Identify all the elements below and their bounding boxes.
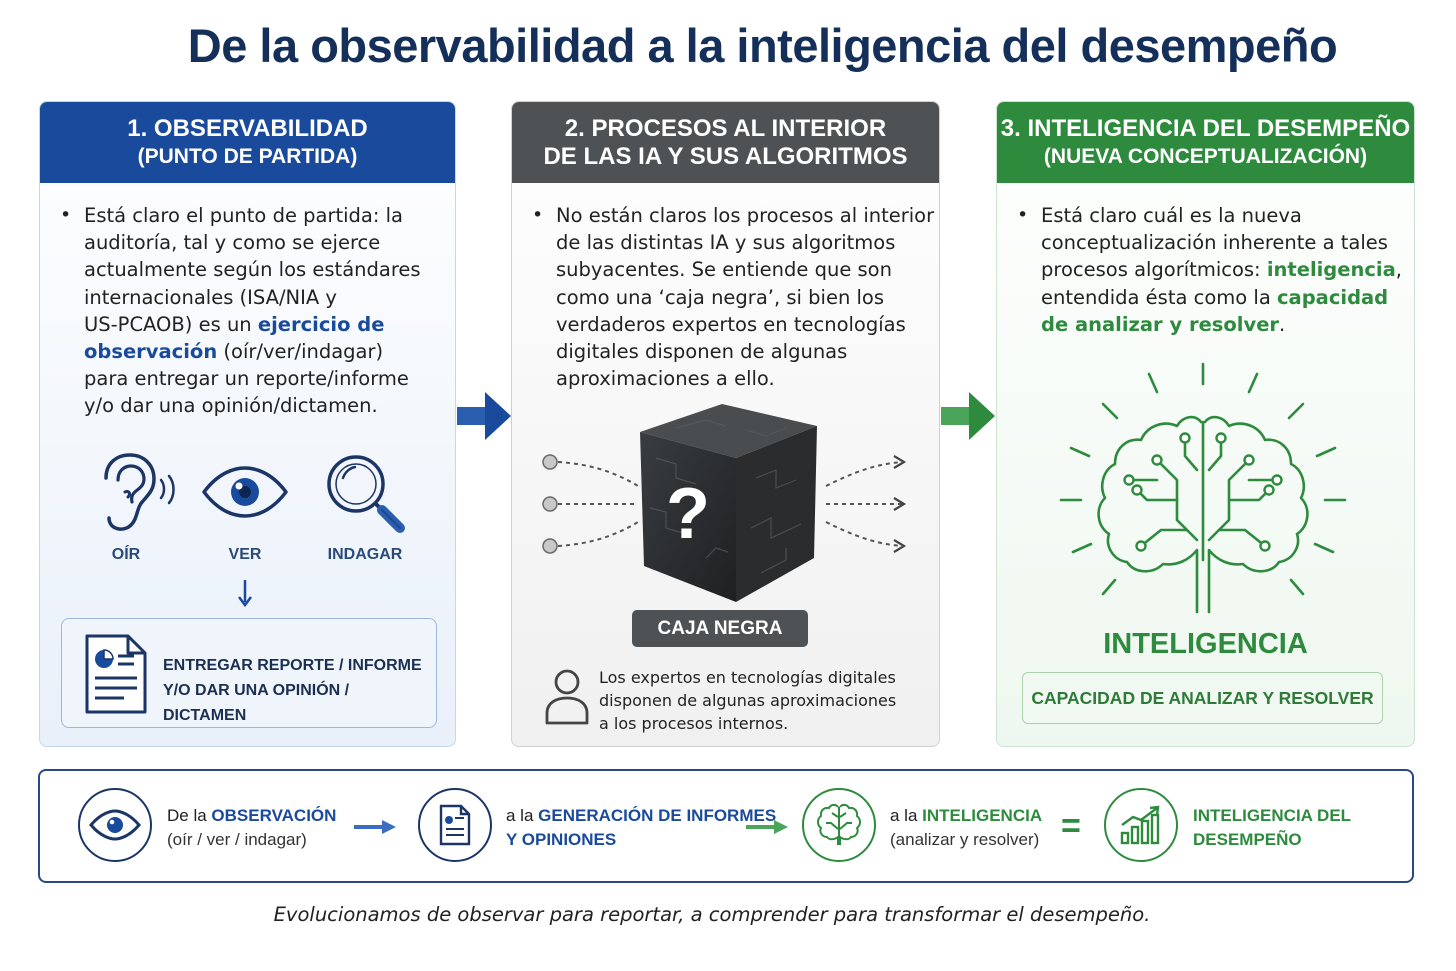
flow-text-observation: De la OBSERVACIÓN (oír / ver / indagar) xyxy=(167,806,337,849)
icon-label-indagar: INDAGAR xyxy=(327,546,403,563)
growth-chart-icon xyxy=(1120,805,1160,845)
panel-header-subtitle: (NUEVA CONCEPTUALIZACIÓN) xyxy=(1043,144,1368,168)
right-arrow-icon xyxy=(457,392,511,440)
panel-header-title: 1. OBSERVABILIDAD xyxy=(127,114,368,142)
bullet-line: No están claros los procesos al interior xyxy=(556,204,935,227)
equals-sign: = xyxy=(1061,807,1081,845)
ear-icon xyxy=(104,453,175,531)
page-title: De la observabilidad a la inteligencia d… xyxy=(187,19,1338,72)
eye-icon xyxy=(202,466,288,518)
footer-caption: Evolucionamos de observar para reportar,… xyxy=(273,903,1151,926)
panel-inteligencia-desempeno: 3. INTELIGENCIA DEL DESEMPEÑO (NUEVA CON… xyxy=(996,101,1415,747)
brain-circuit-icon xyxy=(1059,362,1347,614)
flow-step-observation xyxy=(78,788,152,862)
bullet-dot: • xyxy=(532,204,544,226)
output-arrows-icon xyxy=(825,455,907,553)
panel-bullet: • Está claro cuál es la nueva conceptual… xyxy=(1017,202,1402,338)
bullet-line: actualmente según los estándares xyxy=(84,258,421,282)
bullet-line: aproximaciones a ello. xyxy=(556,367,775,391)
eye-icon xyxy=(89,809,141,841)
bullet-line: conceptualización inherente a tales xyxy=(1041,231,1388,255)
magnifier-icon xyxy=(327,455,405,533)
bullet-line: internacionales (ISA/NIA y xyxy=(84,285,337,309)
bullet-line: digitales disponen de algunas xyxy=(556,340,848,364)
bullet-line: como una ‘caja negra’, si bien los xyxy=(556,285,885,309)
panel-header: 1. OBSERVABILIDAD (PUNTO DE PARTIDA) xyxy=(40,102,455,183)
highlight-text: capacidad xyxy=(1276,285,1389,309)
summary-flow-bar: De la OBSERVACIÓN (oír / ver / indagar) … xyxy=(38,769,1414,883)
icon-label-oir: OÍR xyxy=(111,546,141,563)
bullet-line: para entregar un reporte/informe xyxy=(84,367,409,391)
bullet-line: observación (oír/ver/indagar) xyxy=(84,340,384,364)
highlight-text: ejercicio de xyxy=(257,312,385,336)
intelligence-capacity-box: CAPACIDAD DE ANALIZAR Y RESOLVER xyxy=(1022,672,1383,724)
expert-note: Los expertos en tecnologías digitales di… xyxy=(599,668,897,733)
black-box-label: CAJA NEGRA xyxy=(632,610,808,647)
input-nodes-icon xyxy=(542,454,639,554)
panel-bullet: • No están claros los procesos al interi… xyxy=(532,202,934,392)
bullet-line: procesos algorítmicos: inteligencia, xyxy=(1041,258,1402,282)
panel-header: 3. INTELIGENCIA DEL DESEMPEÑO (NUEVA CON… xyxy=(997,102,1414,183)
right-arrow-icon xyxy=(941,392,995,440)
flow-text-result: INTELIGENCIA DEL DESEMPEÑO xyxy=(1193,806,1352,849)
bullet-dot: • xyxy=(1017,204,1029,226)
bullet-line: auditoría, tal y como se ejerce xyxy=(84,231,381,255)
bullet-line: entendida ésta como la capacidad xyxy=(1041,285,1389,309)
right-arrow-icon xyxy=(354,820,396,834)
bullet-line: US-PCAOB) es un ejercicio de xyxy=(84,312,385,336)
panel-observabilidad: 1. OBSERVABILIDAD (PUNTO DE PARTIDA) • E… xyxy=(39,101,456,747)
right-arrow-icon xyxy=(746,820,788,834)
panel-header: 2. PROCESOS AL INTERIOR DE LAS IA Y SUS … xyxy=(512,102,939,183)
brain-icon xyxy=(817,803,861,845)
panel-header-subtitle: (PUNTO DE PARTIDA) xyxy=(137,144,358,168)
flow-text-reports: a la GENERACIÓN DE INFORMES Y OPINIONES xyxy=(506,806,777,849)
report-box: ENTREGAR REPORTE / INFORME Y/O DAR UNA O… xyxy=(61,618,437,728)
bullet-line: Está claro el punto de partida: la xyxy=(84,204,404,227)
bullet-line: y/o dar una opinión/dictamen. xyxy=(84,394,378,418)
person-icon xyxy=(545,669,589,725)
highlight-text: inteligencia xyxy=(1266,258,1396,282)
highlight-text: observación xyxy=(84,340,218,364)
panel-header-title: 2. PROCESOS AL INTERIOR xyxy=(564,114,887,142)
panel-procesos-ia: 2. PROCESOS AL INTERIOR DE LAS IA Y SUS … xyxy=(511,101,940,747)
document-icon xyxy=(439,804,471,846)
flow-text-intelligence: a la INTELIGENCIA (analizar y resolver) xyxy=(890,806,1043,849)
bullet-line: verdaderos expertos en tecnologías xyxy=(556,312,906,336)
black-box-cube-icon: ? xyxy=(640,404,817,602)
panel-bullet: • Está claro el punto de partida: la aud… xyxy=(60,202,421,420)
highlight-text: de analizar y resolver xyxy=(1041,312,1280,336)
question-mark-icon: ? xyxy=(666,474,710,554)
panel-header-title: 3. INTELIGENCIA DEL DESEMPEÑO xyxy=(1000,114,1411,142)
bullet-line: Está claro cuál es la nueva xyxy=(1041,204,1302,227)
flow-step-intelligence xyxy=(802,788,876,862)
intelligence-title: INTELIGENCIA xyxy=(1103,628,1308,660)
document-icon xyxy=(85,634,147,714)
bullet-dot: • xyxy=(60,204,72,226)
bullet-line: de analizar y resolver. xyxy=(1041,312,1286,336)
bullet-line: de las distintas IA y sus algoritmos xyxy=(556,231,896,255)
bullet-line: subyacentes. Se entiende que son xyxy=(556,258,892,282)
down-arrow-icon xyxy=(238,580,252,608)
report-text: ENTREGAR REPORTE / INFORME Y/O DAR UNA O… xyxy=(163,657,422,724)
panel-header-subtitle: DE LAS IA Y SUS ALGORITMOS xyxy=(543,142,908,170)
flow-step-performance xyxy=(1104,788,1178,862)
flow-step-reports xyxy=(418,788,492,862)
icon-label-ver: VER xyxy=(228,546,262,563)
